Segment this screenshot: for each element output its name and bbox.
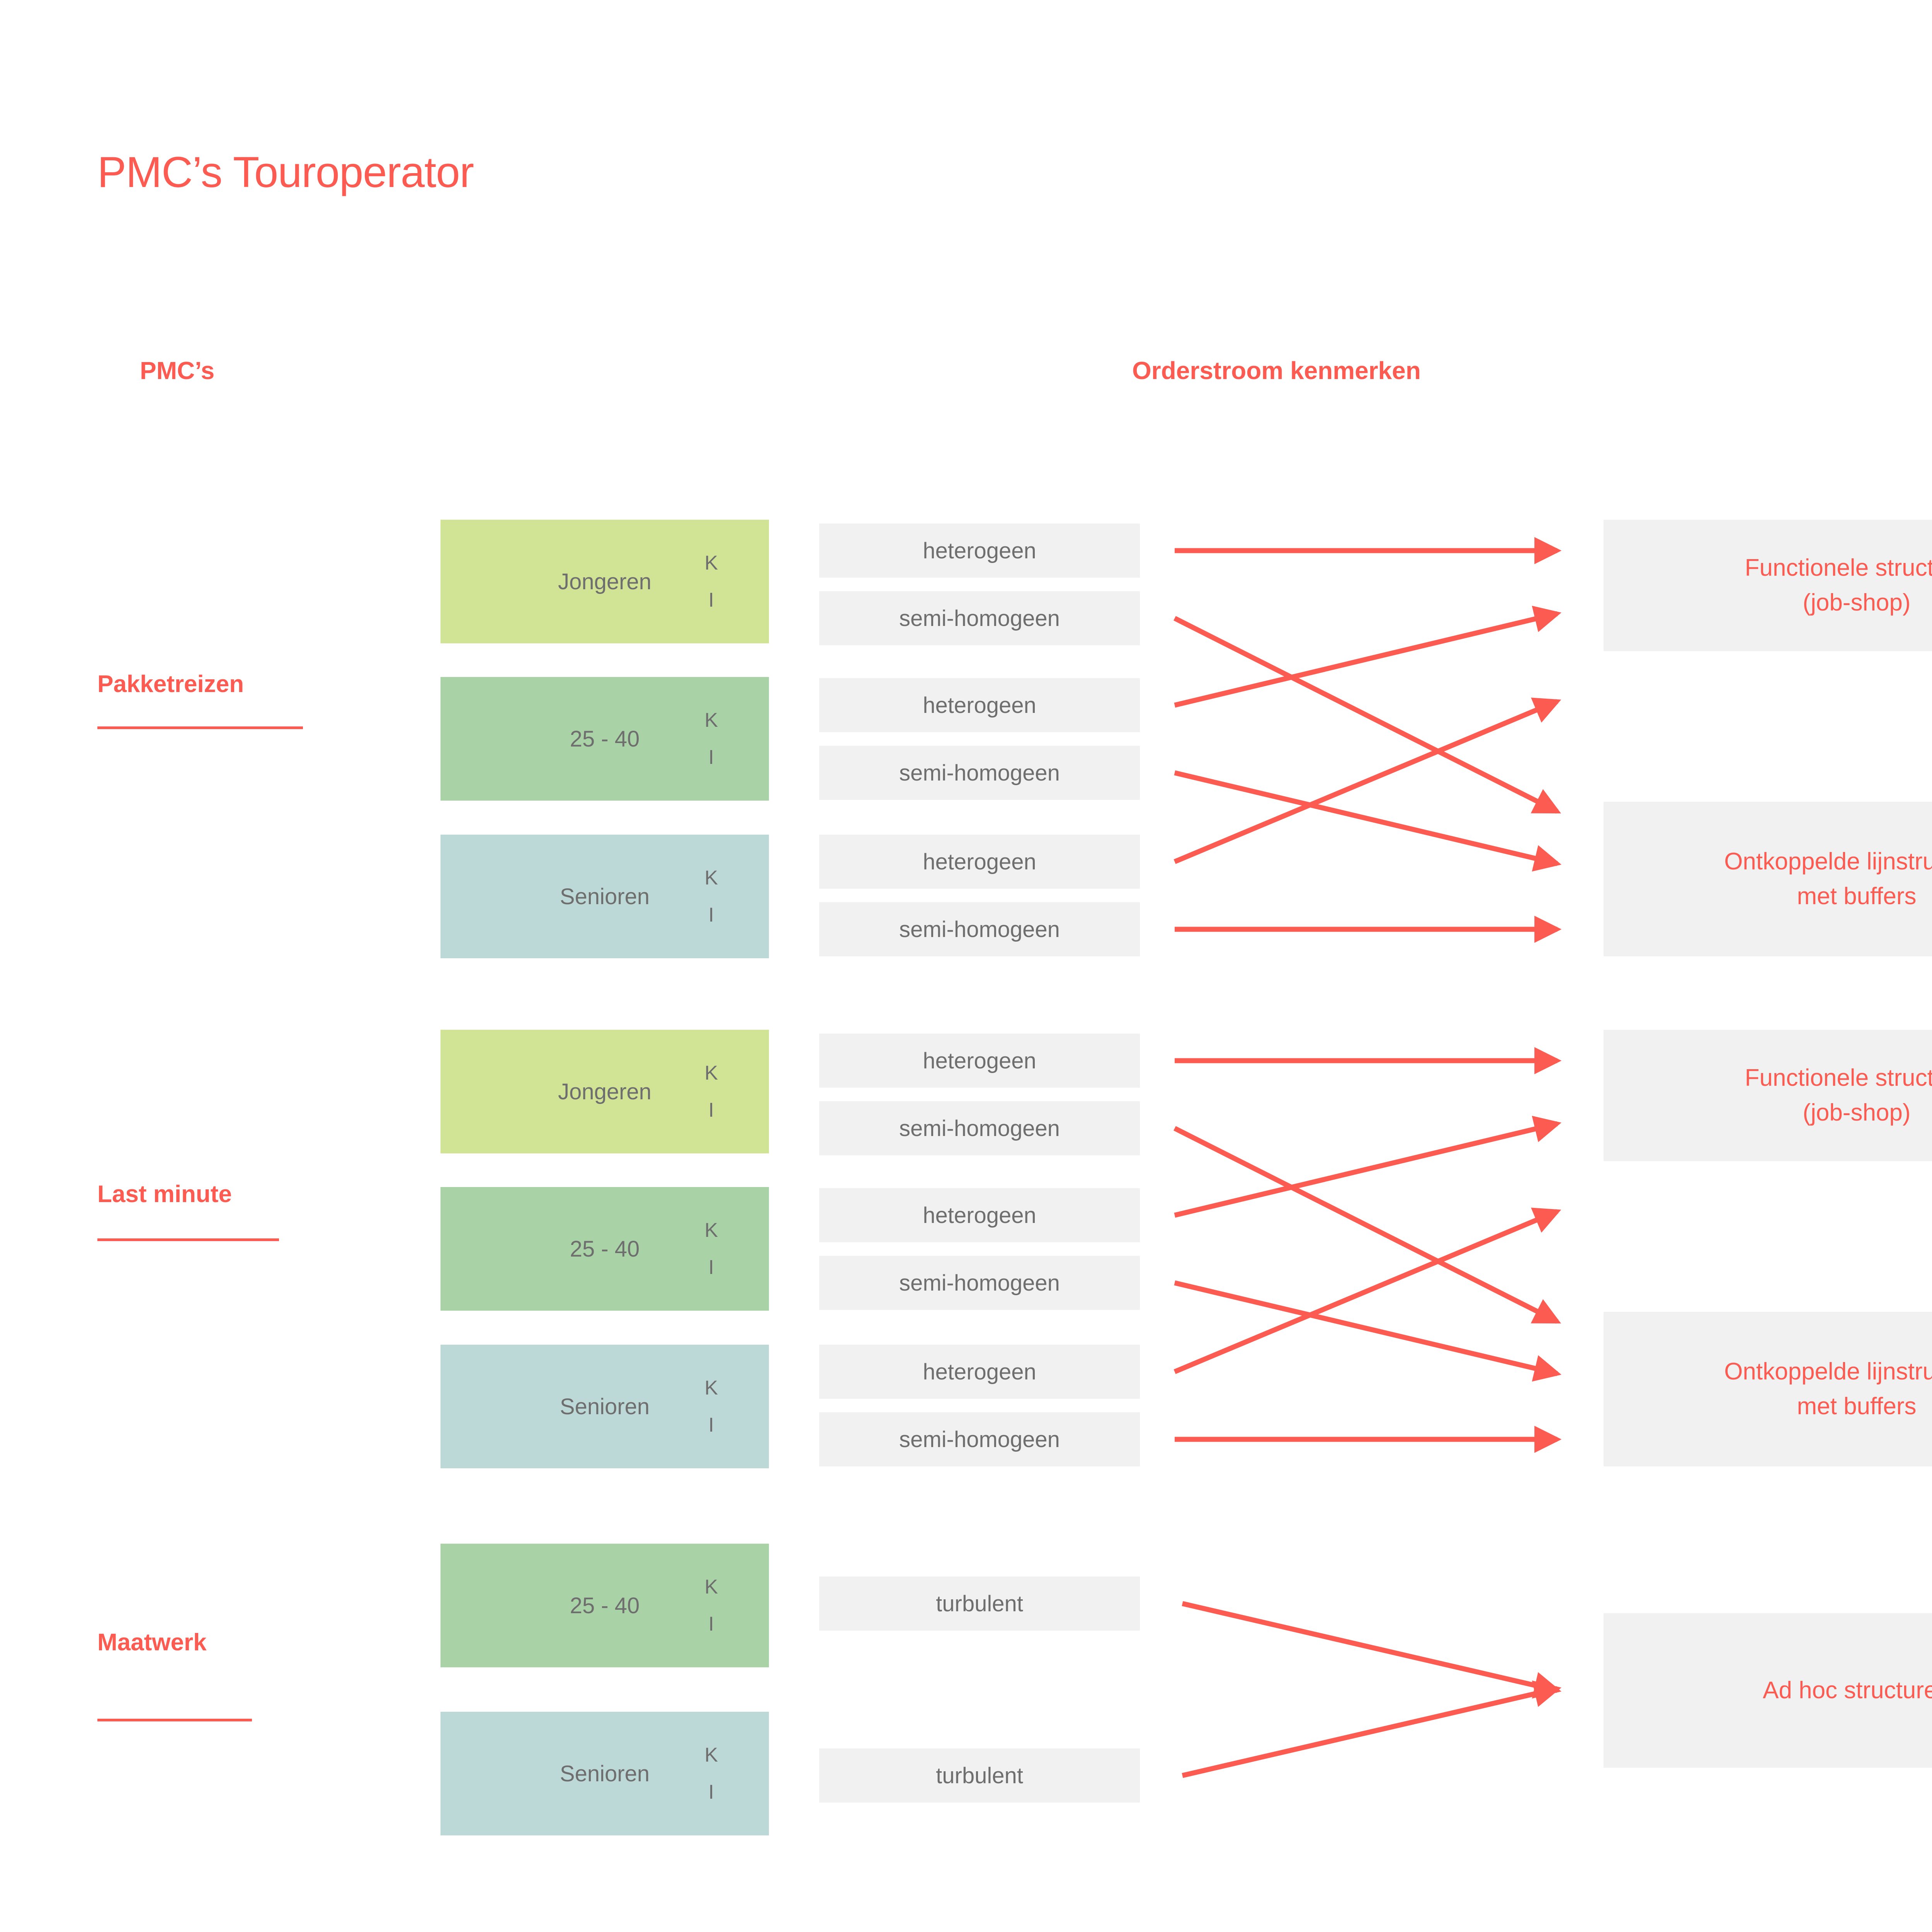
ki-label: K I: [704, 1054, 718, 1129]
structure-line-1: Functionele structuur: [1745, 554, 1932, 582]
ki-label: K I: [704, 1369, 718, 1444]
arrow-b1-2540-het: [1174, 605, 1561, 708]
pmc-box-senioren-1[interactable]: Senioren K I: [440, 835, 769, 958]
stream-box-heterogeen-1[interactable]: heterogeen: [819, 524, 1140, 578]
pmc-label: Senioren: [560, 1394, 650, 1419]
structure-line-2: met buffers: [1797, 883, 1917, 910]
ki-i: I: [708, 1256, 714, 1279]
structure-label: Ontkoppelde lijnstructuur met buffers: [1724, 1354, 1932, 1424]
structure-box-ontkoppelde-2[interactable]: Ontkoppelde lijnstructuur met buffers: [1604, 1312, 1932, 1466]
ki-k: K: [704, 1575, 718, 1598]
ki-k: K: [704, 551, 718, 574]
ki-label: K I: [704, 1736, 718, 1811]
arrow-b3-senioren-turbulent: [1182, 1680, 1561, 1778]
ki-i: I: [708, 904, 714, 926]
pmc-box-2540-3[interactable]: 25 - 40 K I: [440, 1544, 769, 1667]
structure-line-1: Functionele structuur: [1745, 1065, 1932, 1092]
structure-box-adhoc[interactable]: Ad hoc structuren: [1604, 1613, 1932, 1768]
structure-line-2: met buffers: [1797, 1393, 1917, 1420]
ki-i: I: [708, 1099, 714, 1121]
structure-label: Ontkoppelde lijnstructuur met buffers: [1724, 844, 1932, 914]
pmc-box-senioren-2[interactable]: Senioren K I: [440, 1345, 769, 1468]
group-rule-maatwerk: [97, 1719, 252, 1721]
arrow-b1-jongeren-semi: [1173, 616, 1561, 814]
structure-label: Ad hoc structuren: [1763, 1677, 1932, 1704]
column-header-orderstroom: Orderstroom kenmerken: [1132, 357, 1421, 384]
structure-line-1: Ontkoppelde lijnstructuur: [1724, 848, 1932, 875]
ki-k: K: [704, 1376, 718, 1399]
group-rule-pakketreizen: [97, 726, 303, 729]
structure-label: Functionele structuur (job-shop): [1745, 551, 1932, 620]
structure-line-2: (job-shop): [1803, 589, 1911, 616]
ki-label: K I: [704, 859, 718, 934]
structure-box-functionele-1[interactable]: Functionele structuur (job-shop): [1604, 520, 1932, 651]
structure-box-ontkoppelde-1[interactable]: Ontkoppelde lijnstructuur met buffers: [1604, 802, 1932, 956]
stream-box-semi-homogeen-5[interactable]: semi-homogeen: [819, 1256, 1140, 1310]
pmc-box-jongeren-2[interactable]: Jongeren K I: [440, 1030, 769, 1153]
ki-k: K: [704, 1219, 718, 1242]
stream-box-semi-homogeen-1[interactable]: semi-homogeen: [819, 591, 1140, 645]
column-header-pmcs: PMC’s: [140, 357, 215, 384]
pmc-box-jongeren-1[interactable]: Jongeren K I: [440, 520, 769, 643]
stream-box-semi-homogeen-6[interactable]: semi-homogeen: [819, 1412, 1140, 1466]
ki-k: K: [704, 1743, 718, 1766]
pmc-label: Jongeren: [558, 569, 651, 594]
page-title: PMC’s Touroperator: [97, 148, 474, 196]
ki-label: K I: [704, 1212, 718, 1286]
ki-i: I: [708, 746, 714, 769]
group-label-pakketreizen: Pakketreizen: [97, 671, 244, 697]
pmc-box-2540-1[interactable]: 25 - 40 K I: [440, 677, 769, 801]
stream-box-semi-homogeen-2[interactable]: semi-homogeen: [819, 746, 1140, 800]
stream-box-semi-homogeen-3[interactable]: semi-homogeen: [819, 902, 1140, 956]
pmc-label: 25 - 40: [570, 1593, 640, 1618]
ki-k: K: [704, 866, 718, 889]
ki-label: K I: [704, 702, 718, 776]
arrow-b1-2540-semi: [1174, 770, 1561, 872]
pmc-label: Senioren: [560, 1761, 650, 1786]
structure-label: Functionele structuur (job-shop): [1745, 1061, 1932, 1130]
stream-box-semi-homogeen-4[interactable]: semi-homogeen: [819, 1101, 1140, 1155]
stream-box-heterogeen-5[interactable]: heterogeen: [819, 1188, 1140, 1242]
ki-i: I: [708, 1613, 714, 1635]
pmc-label: 25 - 40: [570, 1236, 640, 1262]
stream-box-heterogeen-2[interactable]: heterogeen: [819, 678, 1140, 732]
ki-i: I: [708, 1781, 714, 1803]
ki-i: I: [708, 589, 714, 611]
structure-box-functionele-2[interactable]: Functionele structuur (job-shop): [1604, 1030, 1932, 1161]
pmc-label: Jongeren: [558, 1079, 651, 1104]
ki-label: K I: [704, 1568, 718, 1643]
structure-line-2: (job-shop): [1803, 1099, 1911, 1126]
pmc-label: Senioren: [560, 884, 650, 909]
arrow-b3-2540-turbulent: [1182, 1601, 1561, 1699]
arrow-b2-jongeren-semi: [1173, 1126, 1561, 1324]
structure-line-1: Ontkoppelde lijnstructuur: [1724, 1358, 1932, 1385]
ki-k: K: [704, 709, 718, 731]
stream-box-heterogeen-4[interactable]: heterogeen: [819, 1034, 1140, 1088]
arrow-b1-senioren-het: [1173, 697, 1561, 864]
ki-i: I: [708, 1414, 714, 1436]
stream-box-heterogeen-3[interactable]: heterogeen: [819, 835, 1140, 889]
arrow-b2-2540-het: [1174, 1116, 1561, 1218]
group-rule-last-minute: [97, 1238, 279, 1241]
stream-box-heterogeen-6[interactable]: heterogeen: [819, 1345, 1140, 1399]
pmc-box-2540-2[interactable]: 25 - 40 K I: [440, 1187, 769, 1311]
ki-label: K I: [704, 544, 718, 619]
arrow-b2-2540-semi: [1174, 1280, 1561, 1382]
arrow-b2-senioren-het: [1173, 1208, 1561, 1374]
pmc-label: 25 - 40: [570, 726, 640, 752]
ki-k: K: [704, 1061, 718, 1084]
stream-box-turbulent-2[interactable]: turbulent: [819, 1748, 1140, 1803]
stream-box-turbulent-1[interactable]: turbulent: [819, 1577, 1140, 1631]
group-label-last-minute: Last minute: [97, 1181, 232, 1208]
pmc-box-senioren-3[interactable]: Senioren K I: [440, 1712, 769, 1835]
group-label-maatwerk: Maatwerk: [97, 1629, 207, 1656]
